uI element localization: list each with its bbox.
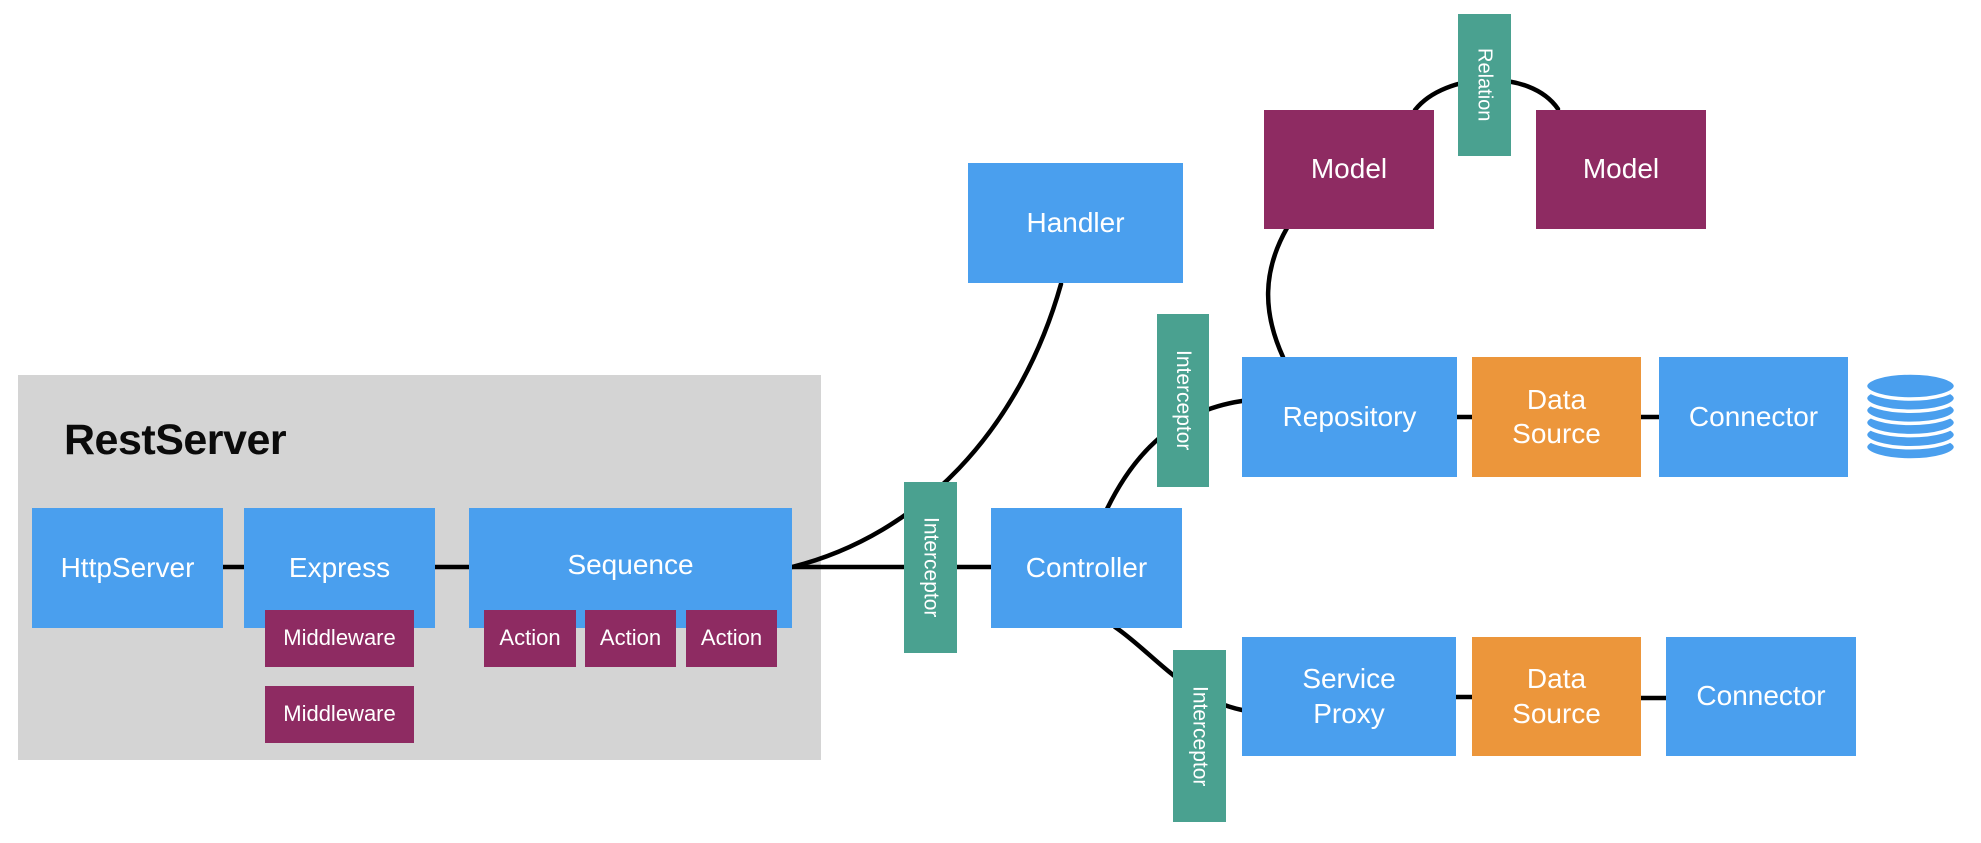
- edge-sequence-handler: [789, 281, 1064, 570]
- node-data-source-2: Data Source: [1472, 637, 1641, 756]
- node-sequence: Sequence: [469, 508, 792, 628]
- node-middleware-1: Middleware: [265, 610, 414, 667]
- node-action-3: Action: [686, 610, 777, 667]
- node-express: Express: [244, 508, 435, 628]
- edge-model-repository: [1265, 225, 1290, 360]
- node-action-2: Action: [585, 610, 676, 667]
- node-relation: Relation: [1458, 14, 1511, 156]
- node-data-source-1: Data Source: [1472, 357, 1641, 477]
- node-connector-1: Connector: [1659, 357, 1848, 477]
- database-cylinder-icon: [1863, 371, 1958, 462]
- node-model-2: Model: [1536, 110, 1706, 229]
- edge-controller-repository: [1104, 398, 1245, 512]
- node-repository: Repository: [1242, 357, 1457, 477]
- node-handler: Handler: [968, 163, 1183, 283]
- service-proxy-label: Service Proxy: [1302, 663, 1396, 729]
- node-interceptor-2: Interceptor: [1157, 314, 1209, 487]
- node-http-server: HttpServer: [32, 508, 223, 628]
- node-model-1: Model: [1264, 110, 1434, 229]
- node-connector-2: Connector: [1666, 637, 1856, 756]
- node-controller: Controller: [991, 508, 1182, 628]
- node-interceptor-1: Interceptor: [904, 482, 957, 653]
- node-action-1: Action: [484, 610, 576, 667]
- rest-server-title: RestServer: [64, 416, 287, 464]
- node-interceptor-3: Interceptor: [1173, 650, 1226, 822]
- node-service-proxy: Service Proxy: [1242, 637, 1456, 756]
- node-middleware-2: Middleware: [265, 686, 414, 743]
